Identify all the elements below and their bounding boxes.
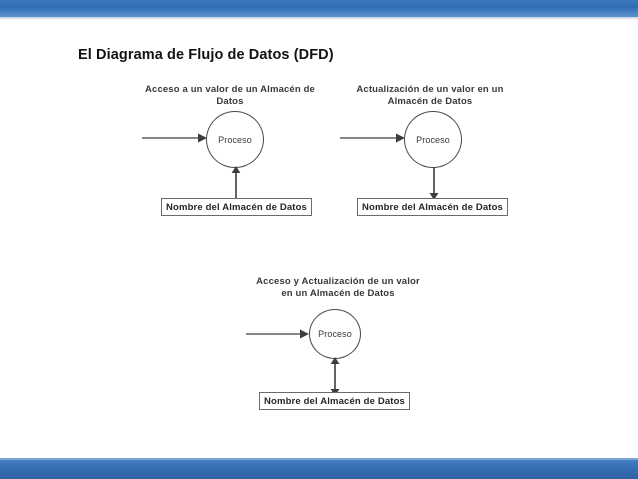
diagram-acceso-y-actualizacion-bidirectional-arrow — [330, 357, 340, 396]
bottom-accent-bar — [0, 458, 638, 479]
diagram-acceso-y-actualizacion-caption-line2: en un Almacén de Datos — [281, 288, 395, 299]
diagram-actualizacion-caption-line1: Actualización de un valor en un — [356, 84, 504, 95]
diagram-acceso-caption-line1: Acceso a un valor de un Almacén de — [145, 84, 315, 95]
diagram-actualizacion-datastore-label: Nombre del Almacén de Datos — [362, 201, 503, 213]
diagram-acceso-caption-line2: Datos — [216, 96, 244, 107]
diagram-acceso-y-actualizacion-datastore-label: Nombre del Almacén de Datos — [264, 395, 405, 407]
diagram-actualizacion-input-arrow — [340, 133, 405, 143]
top-accent-bar — [0, 0, 638, 17]
diagram-acceso-process-circle: Proceso — [206, 111, 264, 168]
page-title: El Diagrama de Flujo de Datos (DFD) — [78, 47, 334, 63]
diagram-acceso-read-arrow-up — [231, 166, 241, 199]
diagram-acceso-datastore-label: Nombre del Almacén de Datos — [166, 201, 307, 213]
diagram-acceso-datastore: Nombre del Almacén de Datos — [161, 198, 312, 216]
diagram-acceso-y-actualizacion-datastore: Nombre del Almacén de Datos — [259, 392, 410, 410]
top-accent-bar-shadow — [0, 17, 638, 20]
diagram-acceso-y-actualizacion-process-circle: Proceso — [309, 309, 361, 359]
diagram-actualizacion-process-label: Proceso — [416, 134, 450, 145]
diagram-acceso-process-label: Proceso — [218, 134, 252, 145]
diagram-actualizacion-datastore: Nombre del Almacén de Datos — [357, 198, 508, 216]
bottom-accent-bar-highlight — [0, 458, 638, 460]
diagram-acceso-y-actualizacion-input-arrow — [246, 329, 309, 339]
diagram-acceso-y-actualizacion-caption-line1: Acceso y Actualización de un valor — [256, 276, 420, 287]
diagram-actualizacion-process-circle: Proceso — [404, 111, 462, 168]
diagram-actualizacion-write-arrow-down — [429, 167, 439, 200]
diagram-acceso-y-actualizacion-process-label: Proceso — [318, 329, 352, 339]
diagram-acceso-input-arrow — [142, 133, 207, 143]
diagram-actualizacion-caption-line2: Almacén de Datos — [387, 96, 473, 107]
